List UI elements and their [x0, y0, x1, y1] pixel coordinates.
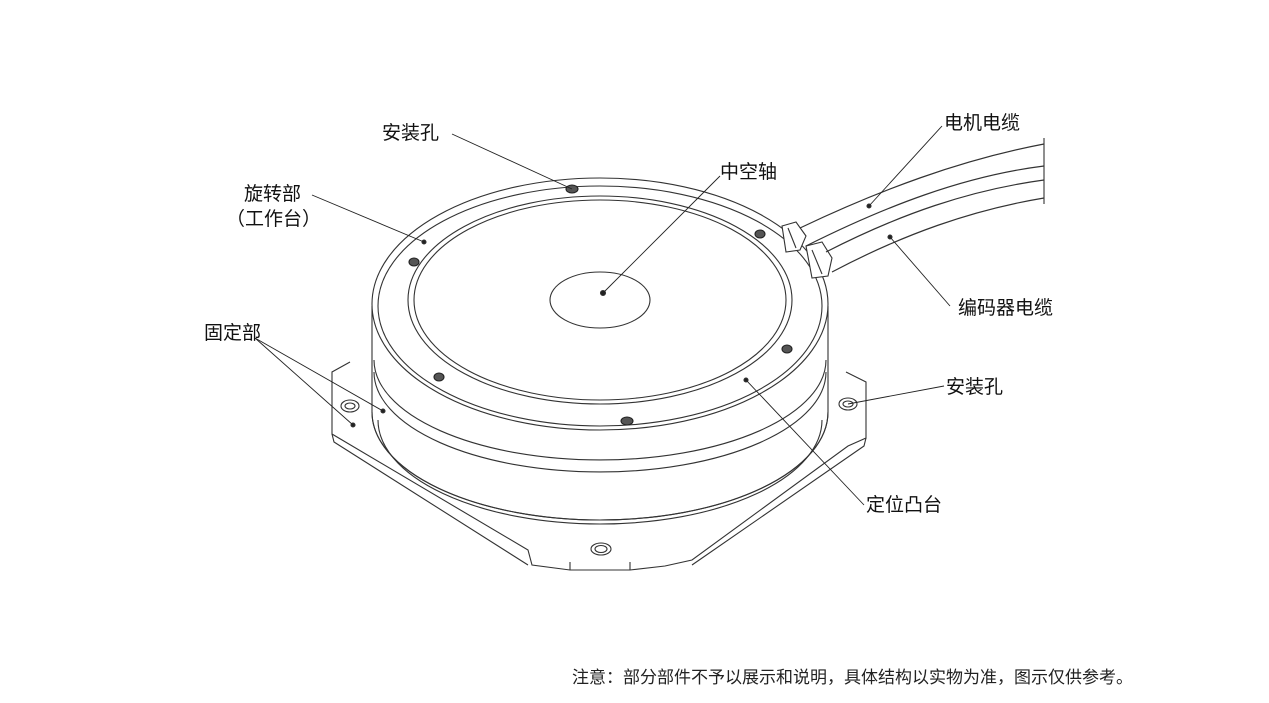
base-plate-edge [331, 433, 529, 566]
label-mount-hole-right: 安装孔 [946, 376, 1004, 398]
rotor-holes [408, 184, 793, 426]
locating-boss-ring [407, 195, 793, 405]
base-hole-right [838, 397, 858, 411]
label-rotor-line2: （工作台） [226, 208, 322, 230]
base-hole-left [340, 399, 360, 413]
cable-connectors [781, 221, 833, 279]
disclaimer-note: 注意：部分部件不予以展示和说明，具体结构以实物为准，图示仅供参考。 [572, 668, 1133, 688]
encoder-cable [825, 179, 1045, 253]
leader-lines [254, 125, 951, 506]
label-rotor-line1: 旋转部 [244, 183, 302, 205]
base-hole-front [590, 542, 612, 556]
label-encoder-cable: 编码器电缆 [958, 297, 1054, 319]
base-plate-edge-right [691, 437, 867, 566]
label-motor-cable: 电机电缆 [944, 112, 1021, 134]
motor-cable [799, 143, 1045, 229]
label-mount-hole-top: 安装孔 [382, 122, 440, 144]
rotor-top [371, 177, 829, 431]
label-base: 固定部 [204, 322, 262, 344]
label-locating-boss: 定位凸台 [866, 494, 943, 516]
hollow-shaft [549, 271, 651, 329]
label-hollow-shaft: 中空轴 [720, 161, 778, 183]
